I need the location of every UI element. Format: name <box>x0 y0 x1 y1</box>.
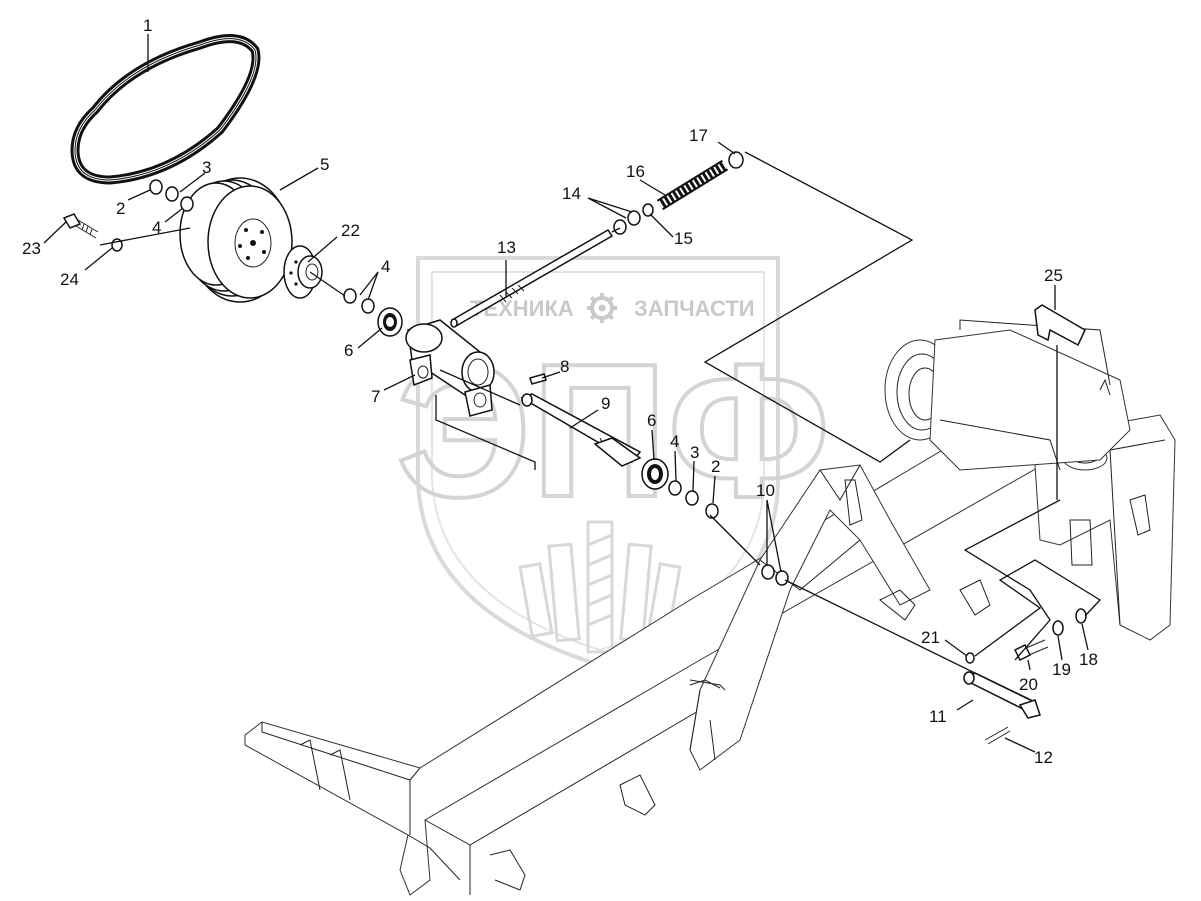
label-7: 7 <box>371 387 380 406</box>
rings-upper-left <box>149 179 194 212</box>
label-18: 18 <box>1079 650 1098 669</box>
label-20: 20 <box>1019 675 1038 694</box>
label-1: 1 <box>143 16 152 35</box>
label-23: 23 <box>22 239 41 258</box>
label-6a: 6 <box>344 341 353 360</box>
v-belt <box>70 34 261 185</box>
pulley <box>179 177 293 303</box>
watermark-text-right: ЗАПЧАСТИ <box>634 296 755 321</box>
label-19: 19 <box>1052 660 1071 679</box>
spring <box>656 159 729 211</box>
label-10: 10 <box>756 481 775 500</box>
cotter-pin-12 <box>984 726 1011 745</box>
part-labels: 1 2 3 4 5 22 23 24 4 6 7 8 9 13 14 15 16… <box>22 16 1098 767</box>
label-2a: 2 <box>116 199 125 218</box>
bearing-6-right <box>641 458 669 490</box>
label-13: 13 <box>497 238 516 257</box>
label-8: 8 <box>560 357 569 376</box>
pin-11 <box>963 671 1041 719</box>
label-4a: 4 <box>152 218 161 237</box>
label-6b: 6 <box>647 411 656 430</box>
rings-right-of-shaft <box>668 480 719 519</box>
nut-21 <box>965 652 975 664</box>
label-12: 12 <box>1034 748 1053 767</box>
cap-17 <box>728 151 744 169</box>
label-22: 22 <box>341 221 360 240</box>
plate-25 <box>1034 304 1086 347</box>
label-25: 25 <box>1044 266 1063 285</box>
label-4b: 4 <box>381 257 390 276</box>
bearing-6-left <box>377 307 403 337</box>
label-2b: 2 <box>711 457 720 476</box>
shaft <box>520 393 642 467</box>
machine-frame <box>244 319 1176 896</box>
rings-10 <box>761 564 789 586</box>
hub <box>283 245 323 299</box>
threaded-rod <box>450 228 614 328</box>
label-11: 11 <box>929 707 947 726</box>
nuts-14-15 <box>613 203 654 235</box>
label-15: 15 <box>674 229 693 248</box>
gear-icon <box>587 293 617 323</box>
watermark-shield-inner <box>431 271 765 652</box>
label-24: 24 <box>60 270 79 289</box>
center-lines <box>99 151 1102 701</box>
label-5: 5 <box>320 155 329 174</box>
label-14: 14 <box>562 184 581 203</box>
label-21: 21 <box>921 628 940 647</box>
rings-4-right-of-hub <box>343 288 375 314</box>
label-16: 16 <box>626 162 645 181</box>
label-3b: 3 <box>690 443 699 462</box>
label-3a: 3 <box>202 158 211 177</box>
bolt-23 <box>62 213 99 239</box>
bolt-20 <box>1013 639 1049 662</box>
leader-lines <box>43 34 1089 753</box>
washer-18 <box>1075 608 1087 624</box>
label-17: 17 <box>689 126 708 145</box>
washer-19 <box>1052 620 1064 636</box>
tensioner-arm <box>405 319 495 417</box>
label-9: 9 <box>601 394 610 413</box>
key-8 <box>529 373 547 385</box>
label-4c: 4 <box>670 432 679 451</box>
